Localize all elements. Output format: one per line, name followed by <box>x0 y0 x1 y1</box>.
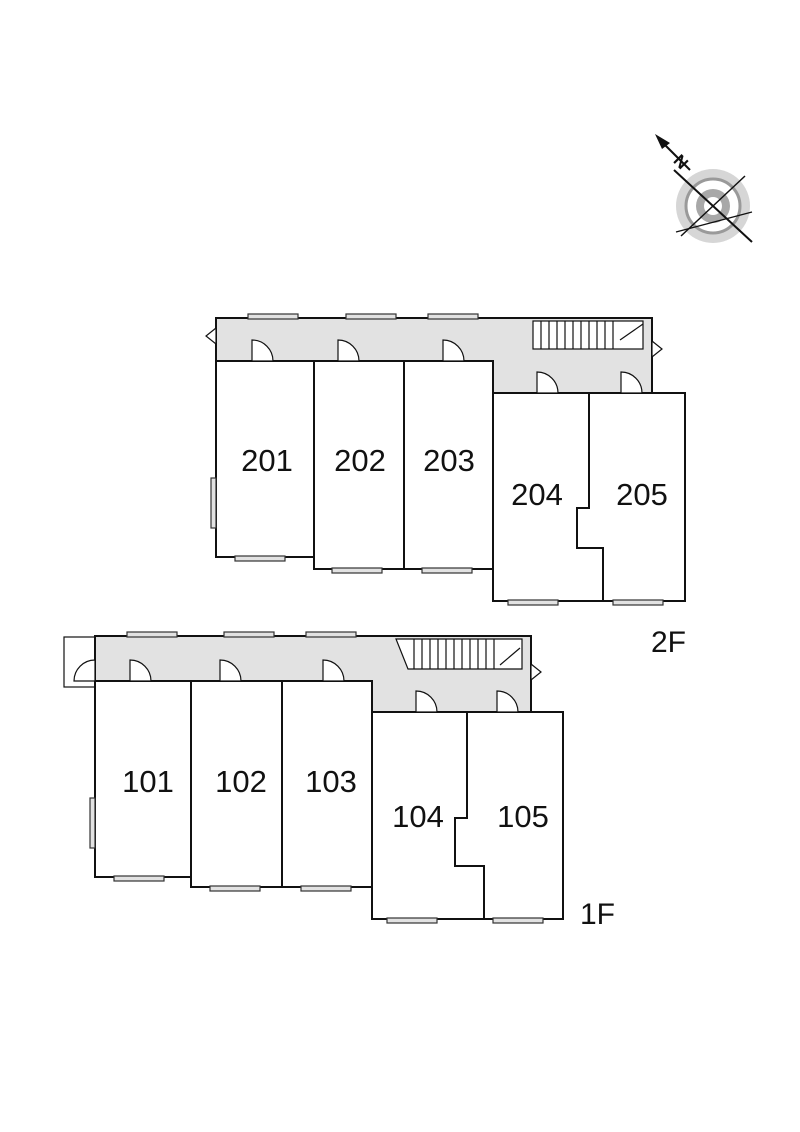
floor-1f: 101 102 103 104 105 1F <box>63 631 615 931</box>
unit-label-203: 203 <box>423 443 475 478</box>
unit-label-104: 104 <box>392 799 444 834</box>
staircase-2f <box>532 320 644 350</box>
unit-label-202: 202 <box>334 443 386 478</box>
door-icon <box>73 659 542 713</box>
unit-label-102: 102 <box>215 764 267 799</box>
floor-2f: 201 202 203 204 205 2F <box>205 313 686 659</box>
staircase-1f <box>395 638 523 670</box>
unit-205 <box>576 392 686 602</box>
unit-label-205: 205 <box>616 477 668 512</box>
floor-label-1f: 1F <box>580 898 615 931</box>
window-icon <box>89 631 544 924</box>
unit-label-101: 101 <box>122 764 174 799</box>
north-compass-icon: N <box>655 134 753 243</box>
unit-label-204: 204 <box>511 477 563 512</box>
floor-label-2f: 2F <box>651 626 686 659</box>
unit-label-103: 103 <box>305 764 357 799</box>
unit-102 <box>190 680 283 888</box>
unit-101 <box>94 680 192 878</box>
window-icon <box>210 313 664 606</box>
door-icon <box>205 326 663 394</box>
unit-label-201: 201 <box>241 443 293 478</box>
unit-label-105: 105 <box>497 799 549 834</box>
unit-103 <box>281 680 373 888</box>
unit-105 <box>454 711 564 920</box>
